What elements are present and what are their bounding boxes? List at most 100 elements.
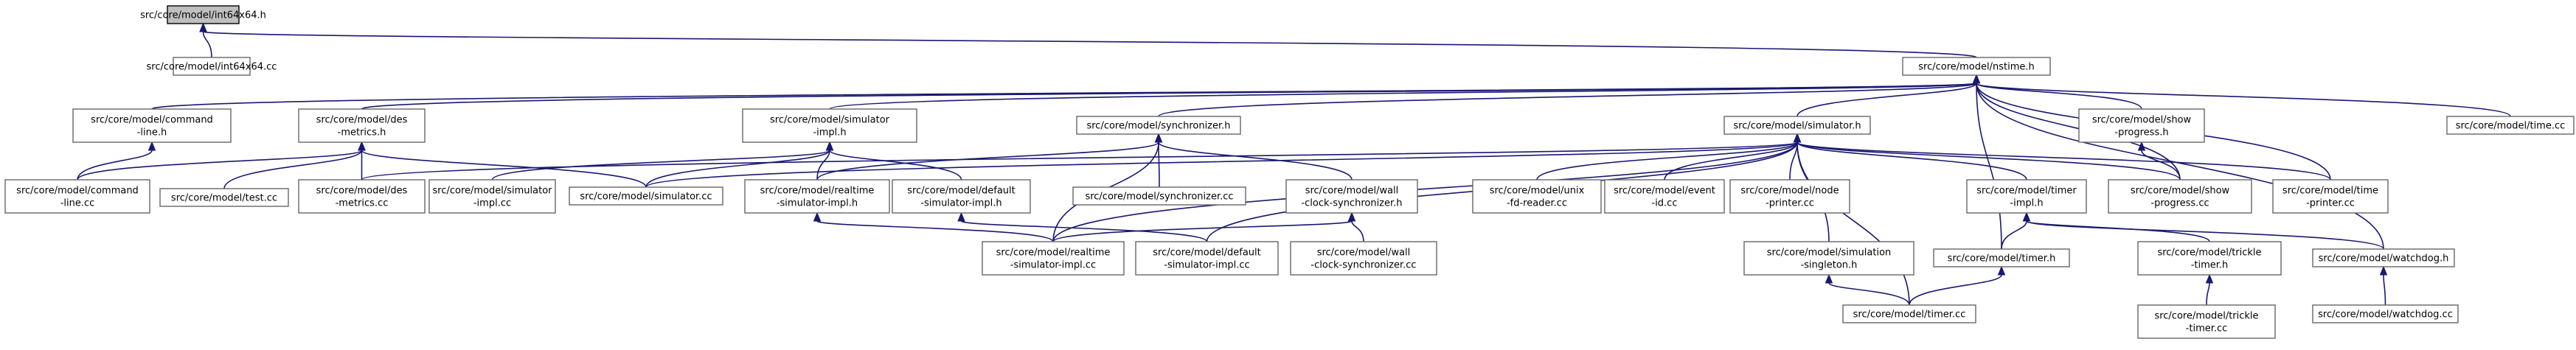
node-nstime-h[interactable]: src/core/model/nstime.h [1902, 57, 2051, 76]
node-box [1723, 116, 1871, 135]
node-label: src/core/model/timer.cc [1853, 309, 1966, 321]
node-sim-singleton-h[interactable]: src/core/model/simulation-singleton.h [1743, 241, 1914, 276]
node-realtime-impl-cc[interactable]: src/core/model/realtime-simulator-impl.c… [982, 241, 1125, 276]
node-box [2108, 179, 2252, 214]
edge-simulator-cc-to-des-metrics-h [358, 141, 647, 188]
node-default-impl-cc[interactable]: src/core/model/default-simulator-impl.cc [1135, 241, 1279, 276]
node-synchronizer-cc[interactable]: src/core/model/synchronizer.cc [1072, 186, 1246, 206]
node-box [2272, 179, 2389, 214]
node-label: -line.cc [60, 198, 95, 209]
node-show-progress-h[interactable]: src/core/model/show-progress.h [2078, 108, 2205, 143]
edge-simulator-h-to-nstime-h [1796, 74, 1981, 117]
node-label: src/core/model/time [2282, 186, 2378, 197]
node-default-impl-h[interactable]: src/core/model/default-simulator-impl.h [892, 179, 1031, 214]
node-label: src/core/model/node [1740, 186, 1839, 197]
node-label: -line.h [137, 127, 167, 139]
node-box [1072, 186, 1246, 206]
node-box [1729, 179, 1850, 214]
node-label: -simulator-impl.cc [1164, 260, 1249, 271]
node-trickle-timer-h[interactable]: src/core/model/trickle-timer.h [2137, 241, 2282, 276]
node-label: src/core/model/command [16, 186, 139, 197]
edge-trickle-timer-h-to-timer-impl-h [2022, 211, 2210, 242]
node-timer-cc[interactable]: src/core/model/timer.cc [1842, 304, 1976, 323]
node-box [742, 108, 917, 143]
node-label: src/core/model/int64x64.h [140, 10, 266, 21]
node-wall-clock-h[interactable]: src/core/model/wall-clock-synchronizer.h [1285, 179, 1418, 214]
node-timer-h[interactable]: src/core/model/timer.h [1933, 248, 2070, 267]
node-simulator-impl-cc[interactable]: src/core/model/simulator-impl.cc [428, 179, 556, 214]
node-realtime-impl-h[interactable]: src/core/model/realtime-simulator-impl.h [744, 179, 890, 214]
node-label: -timer.cc [2186, 323, 2228, 335]
node-label: -impl.cc [473, 198, 511, 209]
node-box [2137, 241, 2282, 276]
node-int64x64-h[interactable]: src/core/model/int64x64.h [140, 5, 266, 24]
node-box [72, 108, 232, 143]
node-label: src/core/model/test.cc [171, 193, 277, 204]
node-simulator-cc[interactable]: src/core/model/simulator.cc [569, 186, 723, 206]
edge-realtime-impl-cc-to-realtime-impl-h [813, 211, 1054, 242]
edge-default-impl-h-to-simulator-impl-h [825, 141, 962, 181]
edge-default-impl-cc-to-default-impl-h [957, 211, 1208, 242]
node-event-id-cc[interactable]: src/core/model/event-id.cc [1604, 179, 1725, 214]
node-box [1902, 57, 2051, 76]
edge-timer-cc-to-timer-h [1909, 265, 2006, 306]
edge-realtime-impl-cc-to-wall-clock-h [1052, 211, 1356, 242]
node-label: -id.cc [1652, 198, 1678, 209]
node-synchronizer-h[interactable]: src/core/model/synchronizer.h [1076, 116, 1241, 135]
node-time-printer-cc[interactable]: src/core/model/time-printer.cc [2272, 179, 2389, 214]
node-label: src/core/model/simulation [1767, 248, 1892, 259]
node-simulator-impl-h[interactable]: src/core/model/simulator-impl.h [742, 108, 917, 143]
node-label: src/core/model/nstime.h [1918, 62, 2035, 73]
node-box [167, 5, 240, 24]
node-show-progress-cc[interactable]: src/core/model/show-progress.cc [2108, 179, 2252, 214]
node-trickle-timer-cc[interactable]: src/core/model/trickle-timer.cc [2137, 304, 2276, 339]
node-label: src/core/model/watchdog.h [2319, 253, 2449, 265]
node-box [1933, 248, 2070, 267]
node-label: -fd-reader.cc [1507, 198, 1567, 209]
node-timer-impl-h[interactable]: src/core/model/timer-impl.h [1966, 179, 2087, 214]
node-box [1076, 116, 1241, 135]
node-label: -simulator-impl.cc [1010, 260, 1096, 271]
node-label: src/core/model/event [1614, 186, 1715, 197]
edge-des-metrics-cc-to-simulator-h [361, 133, 1802, 181]
node-box [298, 179, 426, 214]
node-watchdog-h[interactable]: src/core/model/watchdog.h [2312, 248, 2455, 267]
node-des-metrics-h[interactable]: src/core/model/des-metrics.h [298, 108, 426, 143]
node-label: -simulator-impl.h [777, 198, 858, 209]
node-label: src/core/model/unix [1490, 186, 1585, 197]
node-box [173, 57, 251, 76]
node-des-metrics-cc[interactable]: src/core/model/des-metrics.cc [298, 179, 426, 214]
node-label: -clock-synchronizer.h [1301, 198, 1402, 209]
node-command-line-h[interactable]: src/core/model/command-line.h [72, 108, 232, 143]
node-label: src/core/model/des [316, 115, 408, 126]
edge-synchronizer-h-to-nstime-h [1158, 74, 1981, 117]
node-node-printer-cc[interactable]: src/core/model/node-printer.cc [1729, 179, 1850, 214]
node-label: src/core/model/command [91, 115, 213, 126]
node-label: src/core/model/simulator [432, 186, 552, 197]
node-int64x64-cc[interactable]: src/core/model/int64x64.cc [147, 57, 277, 76]
node-unix-fd-cc[interactable]: src/core/model/unix-fd-reader.cc [1472, 179, 1602, 214]
node-watchdog-cc[interactable]: src/core/model/watchdog.cc [2312, 304, 2459, 323]
node-box [4, 179, 150, 214]
edge-show-progress-h-to-nstime-h [1972, 74, 2142, 110]
node-wall-clock-cc[interactable]: src/core/model/wall-clock-synchronizer.c… [1290, 241, 1437, 276]
node-label: -impl.h [2010, 198, 2043, 209]
node-box [1290, 241, 1437, 276]
node-label: src/core/model/trickle [2154, 311, 2258, 322]
edge-trickle-timer-cc-to-trickle-timer-h [2205, 273, 2214, 306]
node-command-line-cc[interactable]: src/core/model/command-line.cc [4, 179, 150, 214]
edge-watchdog-h-to-timer-impl-h [2022, 211, 2384, 250]
node-box [569, 186, 723, 206]
node-box [1285, 179, 1418, 214]
node-label: src/core/model/wall [1317, 248, 1411, 259]
node-label: src/core/model/simulator.cc [580, 192, 712, 203]
node-box [159, 188, 289, 207]
node-time-cc[interactable]: src/core/model/time.cc [2446, 116, 2575, 135]
node-box [1604, 179, 1725, 214]
node-test-cc[interactable]: src/core/model/test.cc [159, 188, 289, 207]
node-box [1966, 179, 2087, 214]
node-simulator-h[interactable]: src/core/model/simulator.h [1723, 116, 1871, 135]
edge-time-cc-to-nstime-h [1972, 74, 2511, 117]
node-label: -printer.cc [1766, 198, 1814, 209]
